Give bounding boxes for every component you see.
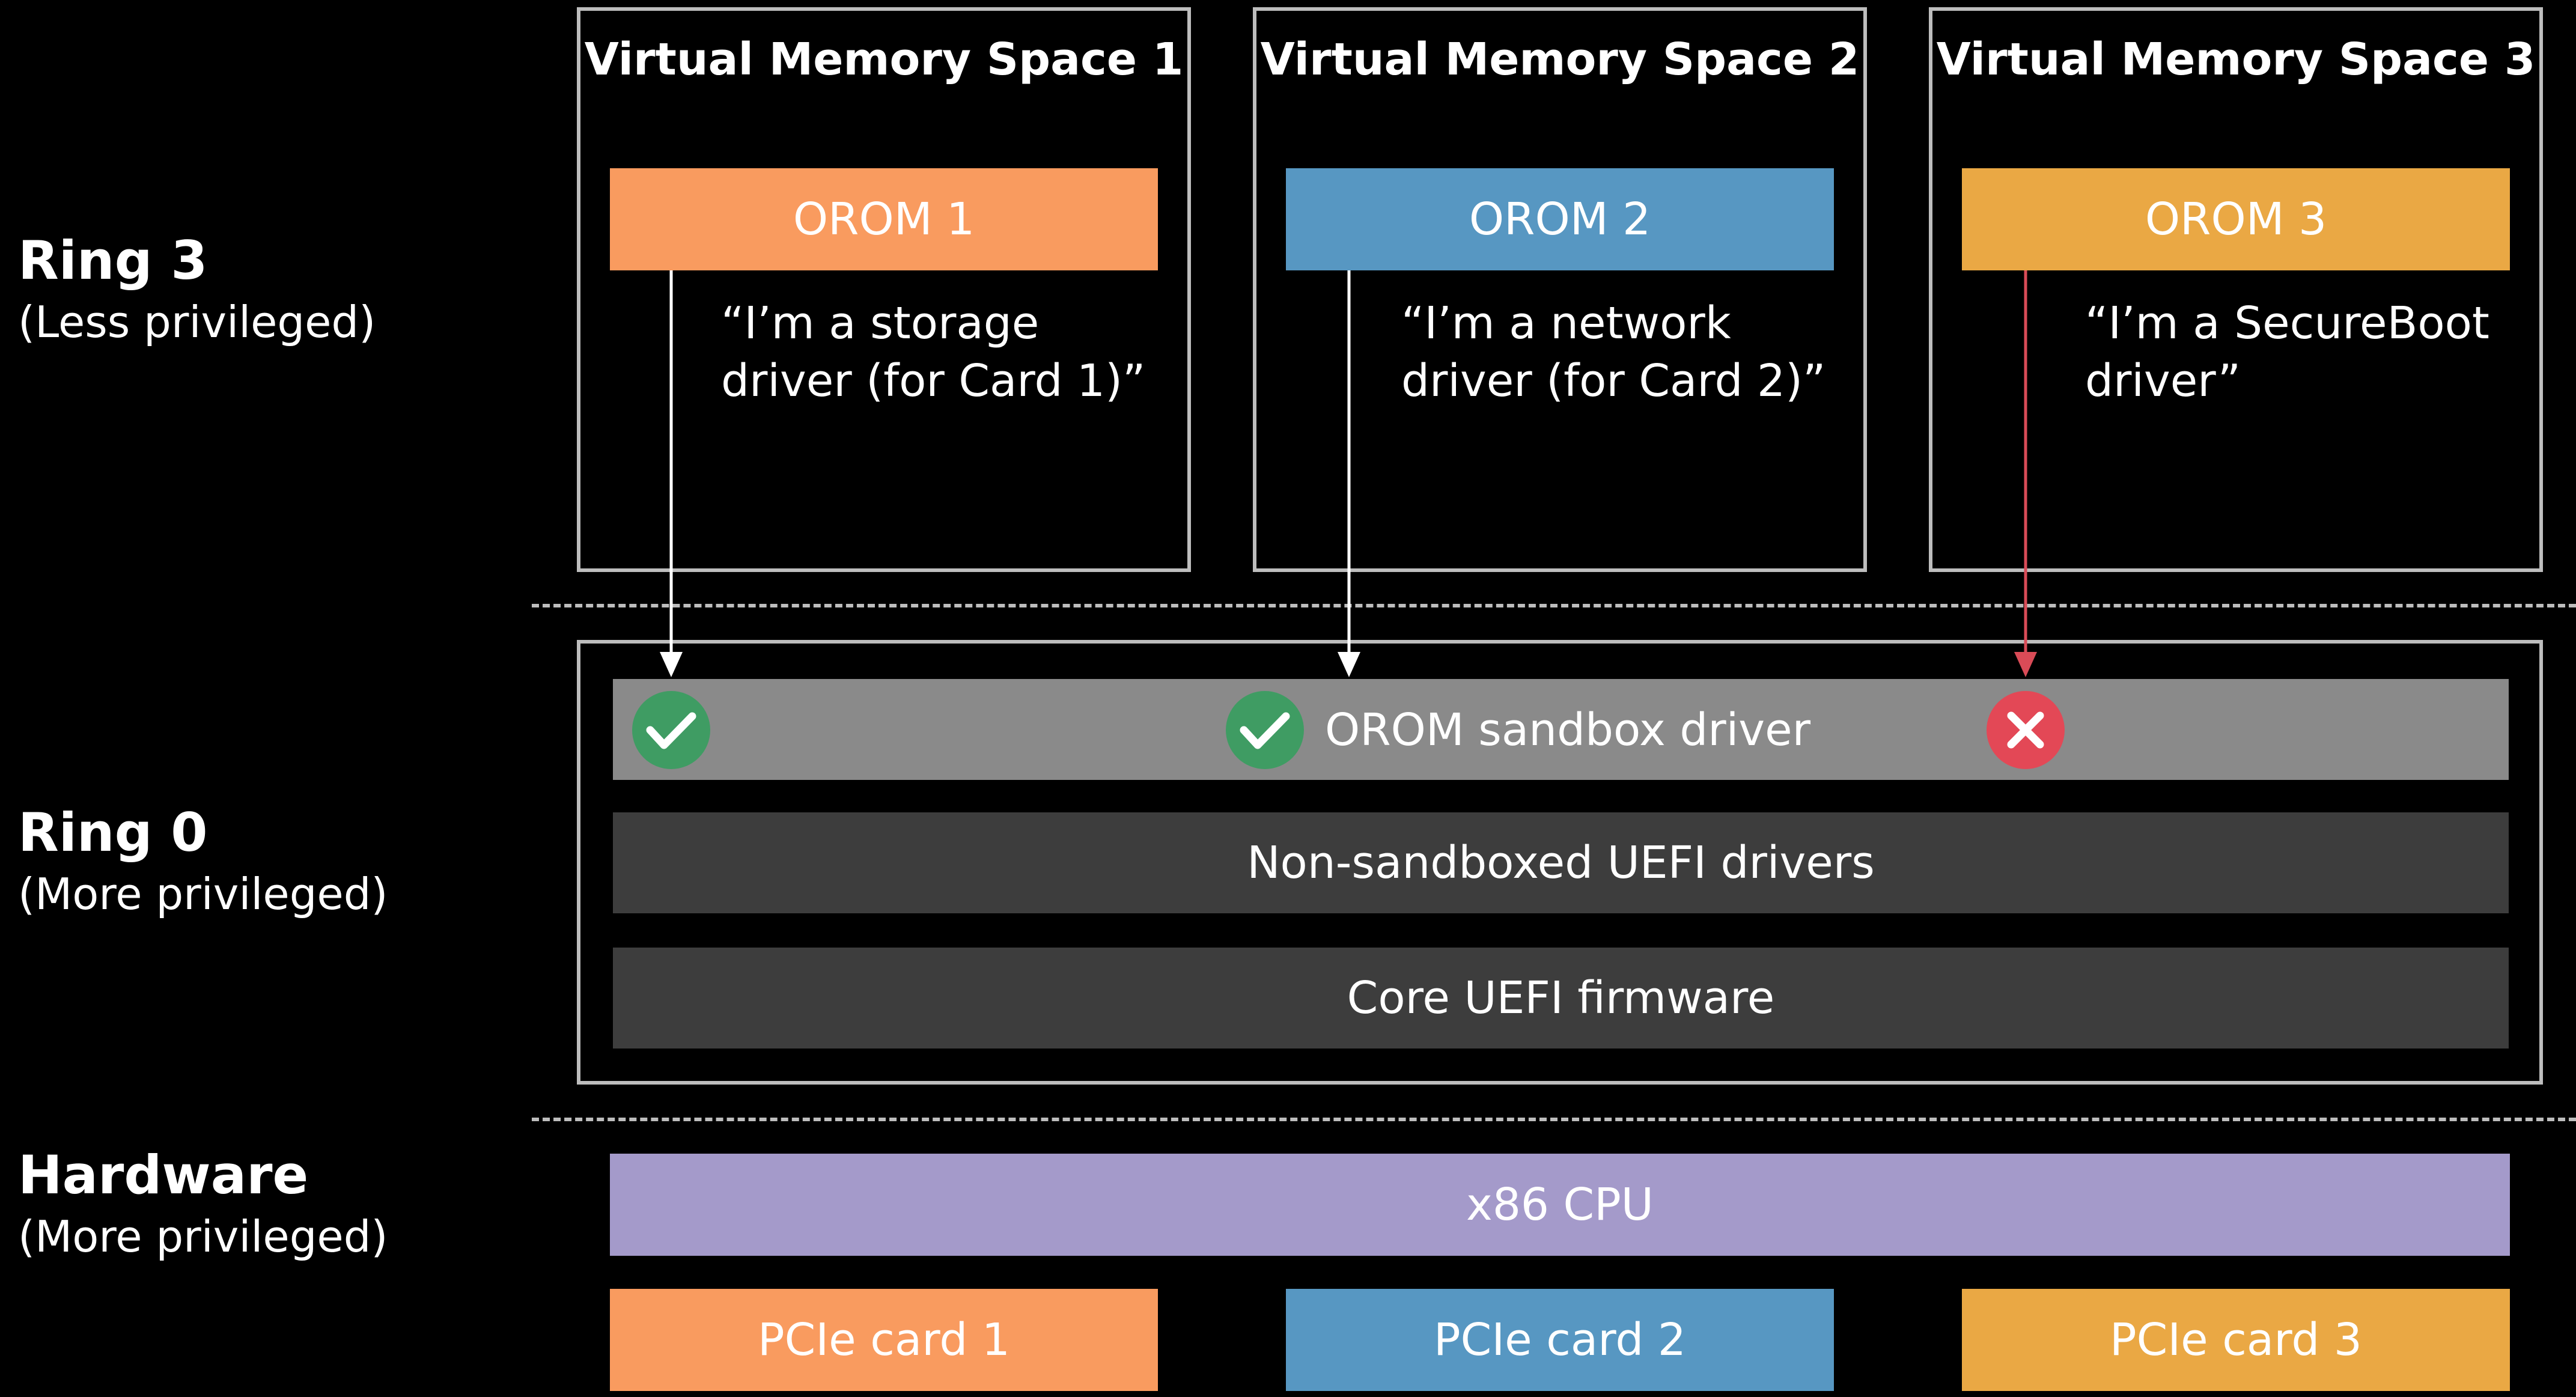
vm-space-3-title: Virtual Memory Space 3 <box>1936 34 2536 85</box>
core-uefi-firmware-bar: Core UEFI firmware <box>613 948 2509 1049</box>
orom-2-quote: “I’m a network driver (for Card 2)” <box>1401 294 1825 410</box>
hardware-title: Hardware <box>18 1144 309 1206</box>
orom-1: OROM 1 <box>610 168 1158 270</box>
vm-space-1-title: Virtual Memory Space 1 <box>584 34 1184 85</box>
orom-1-quote-line1: “I’m a storage <box>721 297 1040 349</box>
orom-3: OROM 3 <box>1962 168 2510 270</box>
orom-2-quote-line2: driver (for Card 2)” <box>1401 355 1826 407</box>
arrow-orom-3 <box>2014 270 2037 677</box>
vm-space-3: Virtual Memory Space 3 <box>1929 7 2543 572</box>
ring0-hardware-separator <box>532 1118 2576 1121</box>
ring3-ring0-separator <box>532 604 2576 607</box>
vm-space-2: Virtual Memory Space 2 <box>1253 7 1867 572</box>
arrow-orom-2 <box>1338 270 1360 677</box>
orom-3-quote-line1: “I’m a SecureBoot <box>2085 297 2489 349</box>
ring0-subtitle: (More privileged) <box>18 869 388 919</box>
orom-sandbox-driver-label: OROM sandbox driver <box>1325 704 1811 756</box>
ring0-label: Ring 0 (More privileged) <box>18 806 388 916</box>
orom-3-quote: “I’m a SecureBoot driver” <box>2085 294 2489 410</box>
x-circle-icon <box>1987 691 2065 769</box>
vm-space-1: Virtual Memory Space 1 <box>577 7 1191 572</box>
ring3-label: Ring 3 (Less privileged) <box>18 234 376 344</box>
pcie-card-1: PCIe card 1 <box>610 1289 1158 1391</box>
ring0-box <box>577 640 2543 1085</box>
check-circle-icon <box>1226 691 1304 769</box>
ring0-title: Ring 0 <box>18 802 208 863</box>
ring3-subtitle: (Less privileged) <box>18 297 376 347</box>
hardware-label: Hardware (More privileged) <box>18 1144 388 1262</box>
check-circle-icon <box>632 691 710 769</box>
orom-1-quote-line2: driver (for Card 1)” <box>721 355 1146 407</box>
orom-sandbox-driver-bar: OROM sandbox driver <box>613 679 2509 780</box>
orom-3-quote-line2: driver” <box>2085 355 2241 407</box>
orom-1-quote: “I’m a storage driver (for Card 1)” <box>721 294 1145 410</box>
vm-space-2-title: Virtual Memory Space 2 <box>1260 34 1860 85</box>
ring3-title: Ring 3 <box>18 230 208 291</box>
arrow-orom-1 <box>660 270 683 677</box>
pcie-card-3: PCIe card 3 <box>1962 1289 2510 1391</box>
orom-2-quote-line1: “I’m a network <box>1401 297 1731 349</box>
orom-2: OROM 2 <box>1286 168 1834 270</box>
non-sandboxed-uefi-drivers-bar: Non-sandboxed UEFI drivers <box>613 812 2509 913</box>
x86-cpu-bar: x86 CPU <box>610 1154 2510 1256</box>
pcie-card-2: PCIe card 2 <box>1286 1289 1834 1391</box>
hardware-subtitle: (More privileged) <box>18 1211 388 1262</box>
